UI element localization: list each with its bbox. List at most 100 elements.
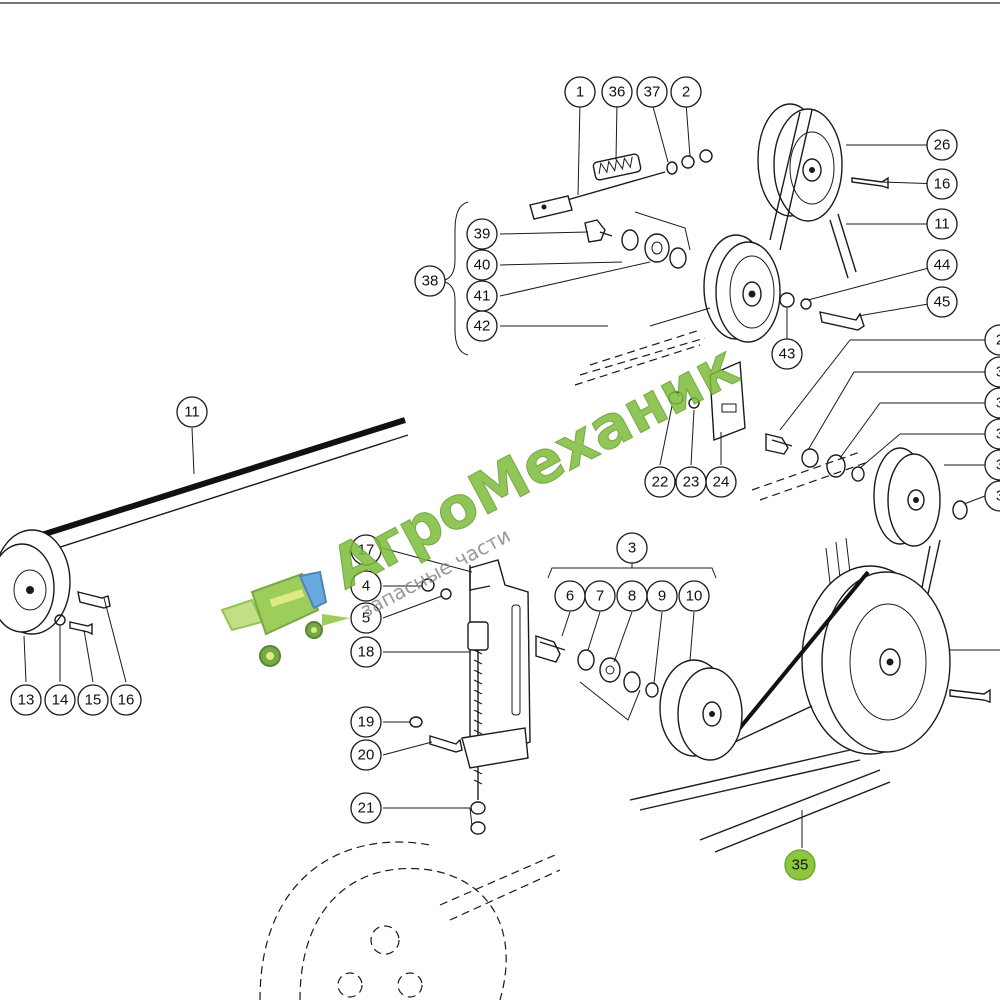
callout-number: 18	[358, 644, 375, 661]
callout-16-c16b: 16	[110, 684, 142, 716]
callout-bubble	[564, 76, 596, 108]
callout-19-c19: 19	[350, 706, 382, 738]
callout-20-c20: 20	[350, 739, 382, 771]
main-drive-pulley	[629, 565, 1000, 853]
callout-bubble	[110, 684, 142, 716]
callout-number: 37	[644, 84, 661, 101]
callout-11-c11a: 11	[926, 208, 958, 240]
callout-number: 5	[362, 610, 370, 627]
callout-number: 40	[474, 257, 491, 274]
callout-7-c7: 7	[584, 580, 616, 612]
pulley-42	[703, 234, 781, 343]
callout-number: 17	[358, 542, 375, 559]
callout-number: 22	[652, 474, 669, 491]
harvester-icon	[220, 570, 350, 667]
callout-number: 4	[362, 578, 370, 595]
callout-bubble	[350, 792, 382, 824]
callout-26-c26: 26	[926, 129, 958, 161]
callout-number: 3	[996, 364, 1000, 381]
callout-number: 15	[85, 692, 102, 709]
callout-21-c21: 21	[350, 792, 382, 824]
callout-42-c42: 42	[466, 310, 498, 342]
callout-35-c35: 35	[784, 849, 816, 881]
callout-number: 13	[18, 692, 35, 709]
callout-3-e4: 3	[984, 418, 1000, 450]
callout-bubble	[670, 76, 702, 108]
callout-bubble	[616, 532, 648, 564]
callout-3-e2: 3	[984, 356, 1000, 388]
callout-number: 21	[358, 800, 375, 817]
callout-1-c1: 1	[564, 76, 596, 108]
callout-bubble	[926, 286, 958, 318]
callout-8-c8: 8	[616, 580, 648, 612]
callout-number: 3	[996, 395, 1000, 412]
ghost-drive-wheel	[259, 841, 561, 1000]
callout-bubble	[984, 356, 1000, 388]
callout-number: 11	[934, 216, 950, 233]
pulley-26	[757, 103, 843, 222]
callout-17-c17: 17	[350, 534, 382, 566]
callout-6-c6: 6	[554, 580, 586, 612]
callout-bubble	[176, 396, 208, 428]
callout-41-c41: 41	[466, 280, 498, 312]
callout-bubble	[466, 249, 498, 281]
callout-bubble	[705, 466, 737, 498]
callout-number: 44	[934, 257, 951, 274]
callout-3-e3: 3	[984, 387, 1000, 419]
callout-18-c18: 18	[350, 636, 382, 668]
callout-11-c11b: 11	[176, 396, 208, 428]
callout-bubble	[984, 387, 1000, 419]
callout-number: 3	[628, 540, 636, 557]
callout-number: 24	[713, 474, 730, 491]
callout-bubble	[350, 570, 382, 602]
callout-number: 1	[576, 84, 584, 101]
callout-number: 39	[474, 226, 491, 243]
callout-number: 16	[934, 176, 951, 193]
callout-bubble	[584, 580, 616, 612]
callout-3-e5: 3	[984, 449, 1000, 481]
callout-15-c15: 15	[77, 684, 109, 716]
center-bracket	[409, 559, 531, 835]
callout-36-c36: 36	[601, 76, 633, 108]
left-belt-pulley	[0, 417, 409, 636]
callout-number: 3	[996, 488, 1000, 505]
callout-bubble	[984, 449, 1000, 481]
callout-number: 45	[934, 294, 951, 311]
callout-bubble	[771, 338, 803, 370]
callout-number: 42	[474, 318, 491, 335]
callout-number: 16	[118, 692, 135, 709]
callout-bubble	[926, 208, 958, 240]
callout-45-c45: 45	[926, 286, 958, 318]
tensioner-assembly-right	[751, 433, 968, 601]
callout-bubble	[926, 168, 958, 200]
callout-number: 2	[682, 84, 690, 101]
callout-bubble	[926, 129, 958, 161]
callout-3-e6: 3	[984, 480, 1000, 512]
callout-bubble	[350, 706, 382, 738]
callout-bubble	[784, 849, 816, 881]
callout-bubble	[350, 602, 382, 634]
callout-number: 14	[52, 692, 69, 709]
callout-bubble	[636, 76, 668, 108]
callout-number: 9	[658, 588, 666, 605]
callout-number: 3	[996, 426, 1000, 443]
callout-bubble	[466, 218, 498, 250]
callout-number: 7	[596, 588, 604, 605]
callout-14-c14: 14	[44, 684, 76, 716]
callout-bubble	[466, 310, 498, 342]
callout-22-c22: 22	[644, 466, 676, 498]
callout-number: 35	[792, 857, 809, 874]
callout-39-c39: 39	[466, 218, 498, 250]
callout-bubble	[601, 76, 633, 108]
tensioner-assembly-top	[529, 103, 889, 441]
callout-13-c13: 13	[10, 684, 42, 716]
callout-38-c38: 38	[414, 265, 446, 297]
callout-23-c23: 23	[675, 466, 707, 498]
callout-bubble	[644, 466, 676, 498]
callout-bubble	[44, 684, 76, 716]
callout-24-c24: 24	[705, 466, 737, 498]
callout-43-c43: 43	[771, 338, 803, 370]
callout-number: 6	[566, 588, 574, 605]
callout-9-c9: 9	[646, 580, 678, 612]
callout-bubble	[984, 480, 1000, 512]
